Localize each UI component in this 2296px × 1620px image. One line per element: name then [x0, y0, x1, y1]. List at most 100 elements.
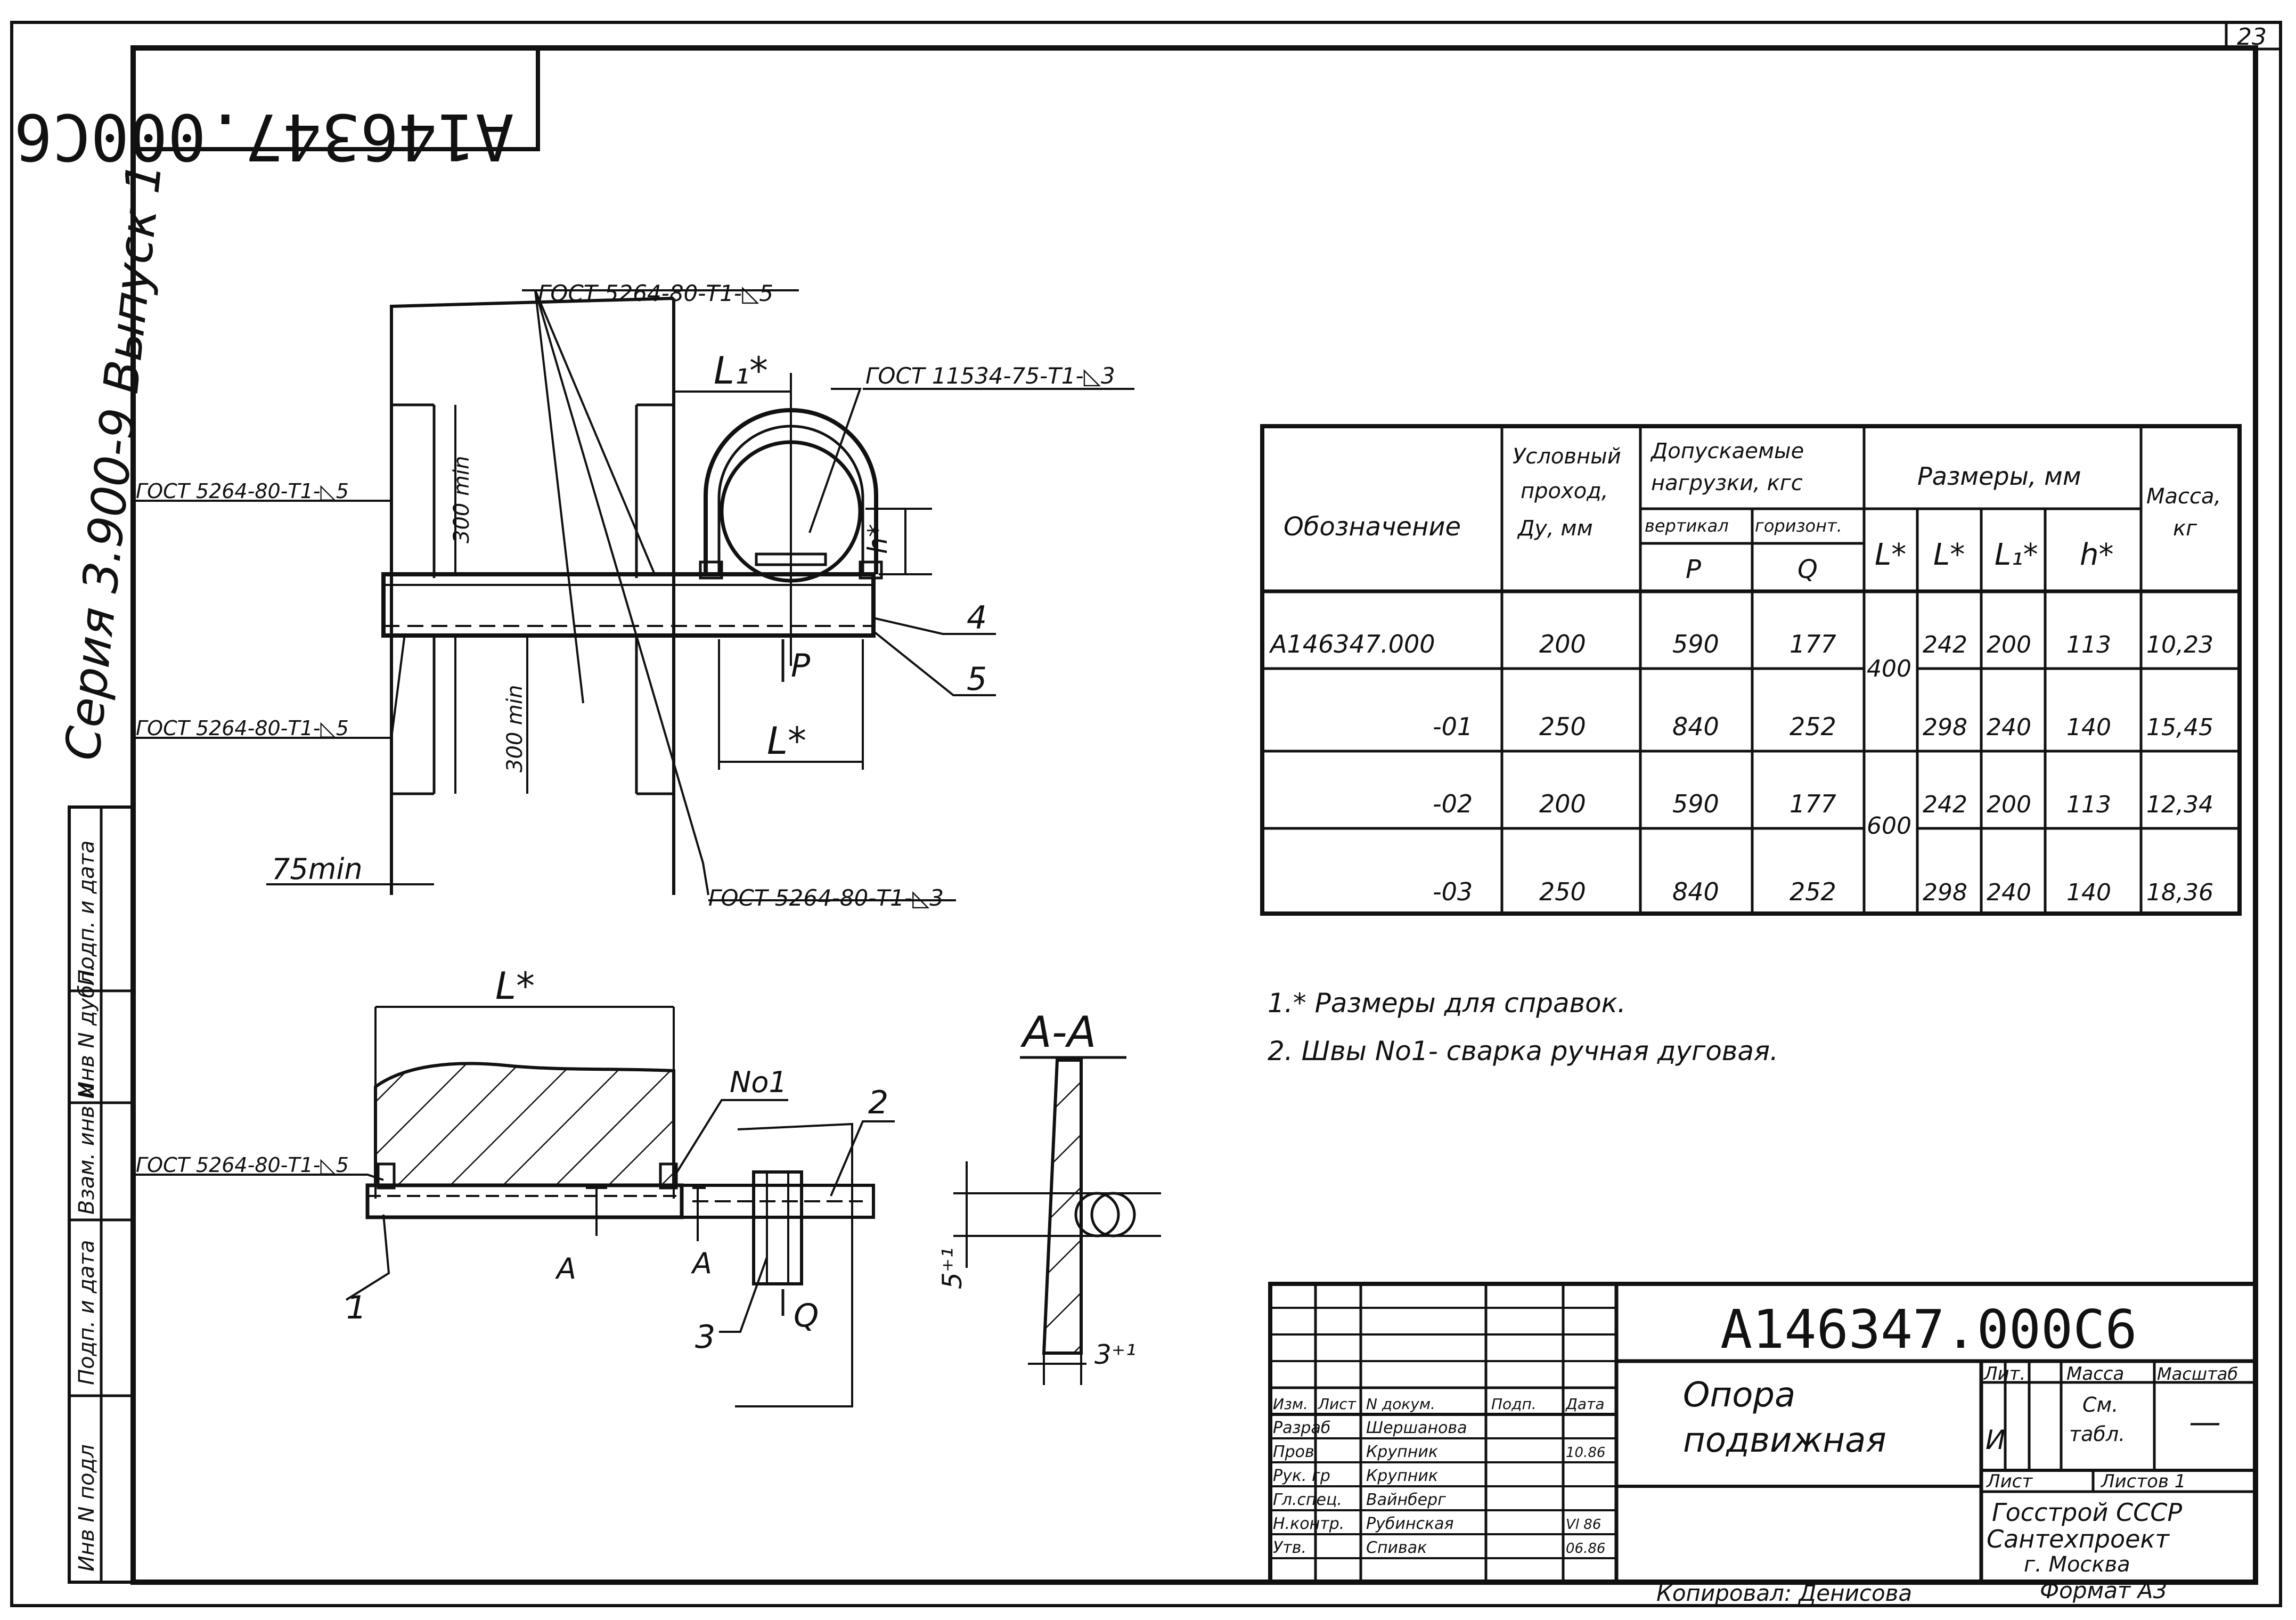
top-load-p: P	[791, 647, 811, 685]
table-row: -02 200 590 177 242 200 113 12,34	[1433, 789, 2213, 818]
top-dim-300-top: 300 min	[450, 456, 474, 544]
section-weld-no1: No1	[730, 1065, 787, 1099]
section-view	[133, 1006, 895, 1407]
top-dim-l1: L₁*	[714, 349, 768, 393]
svg-text:Пров: Пров	[1273, 1443, 1314, 1461]
note-1: 1.* Размеры для справок.	[1268, 988, 1626, 1019]
top-dim-h: h*	[862, 524, 893, 554]
th-l-star: L*	[1875, 538, 1906, 572]
tb-rev-date: Дата	[1565, 1395, 1605, 1413]
cell-mass: 10,23	[2146, 631, 2213, 658]
detail-view	[953, 1056, 1161, 1385]
th-vertical: вертикал	[1645, 516, 1729, 536]
detail-dim-3: 3⁺¹	[1094, 1339, 1136, 1370]
tb-lit-header: Лит.	[1983, 1363, 2025, 1385]
cell-l1: 200	[1987, 791, 2031, 818]
top-dim-l: L*	[767, 719, 806, 763]
section-pos-1: 1	[346, 1289, 366, 1326]
cell-du: 200	[1539, 789, 1586, 818]
th-loads-1: Допускаемые	[1650, 439, 1804, 463]
th-designation: Обозначение	[1284, 512, 1461, 542]
top-gost-weld-top: ГОСТ 5264-80-Т1-◺5	[538, 280, 773, 306]
cell-mass: 18,36	[2146, 879, 2213, 906]
cell-l1: 240	[1987, 714, 2031, 741]
spec-table	[1260, 424, 2242, 916]
side-stamp-sign1: Подп. и дата	[75, 1240, 99, 1385]
cell-h: 140	[2066, 714, 2111, 741]
outer-frame	[10, 21, 2282, 1607]
sheet-number: 23	[2237, 23, 2267, 51]
cell-h: 140	[2066, 879, 2111, 906]
cell-h: 113	[2066, 631, 2111, 658]
section-pos-2: 2	[868, 1084, 888, 1121]
th-mass-1: Масса,	[2146, 484, 2221, 509]
th-l-star2: L*	[1933, 538, 1965, 572]
top-view	[133, 289, 1134, 901]
series-label: Серия 3.900-9 Выпуск 1	[54, 160, 173, 763]
side-stamp-dubl: Инв N дубл.	[75, 965, 99, 1097]
top-gost-weld-bottom: ГОСТ 5264-80-Т1-◺3	[708, 885, 944, 911]
side-stamp-inv: Инв N подл	[75, 1444, 99, 1572]
stamp-code-box	[131, 46, 540, 151]
th-nominal-3: Ду, мм	[1517, 516, 1593, 541]
tb-rev-izm: Изм.	[1273, 1395, 1308, 1413]
top-gost-clamp: ГОСТ 11534-75-Т1-◺3	[865, 363, 1115, 389]
cell-h: 113	[2066, 791, 2111, 818]
top-pos-4: 4	[967, 599, 987, 637]
sheet-format: Формат А3	[2040, 1577, 2167, 1603]
tb-mass-value-2: табл.	[2069, 1422, 2125, 1446]
cell-mass: 12,34	[2146, 791, 2213, 818]
cell-l1: 240	[1987, 879, 2031, 906]
th-p: P	[1686, 555, 1701, 584]
tb-lit-value: И	[1985, 1424, 2005, 1455]
cell-l: 242	[1923, 631, 1967, 658]
cell-l: 298	[1923, 714, 1967, 741]
cell-q: 177	[1790, 630, 1836, 658]
cell-l: 298	[1923, 879, 1967, 906]
svg-text:Утв.: Утв.	[1273, 1538, 1306, 1557]
table-row: -03 250 840 252 298 240 140 18,36	[1433, 877, 2213, 906]
table-row: А146347.000 200 590 177 242 200 113 10,2…	[1269, 630, 2213, 658]
section-a-left: А	[555, 1252, 576, 1285]
cell-p: 590	[1672, 630, 1719, 658]
cell-designation: -03	[1433, 877, 1473, 906]
th-sizes: Размеры, мм	[1917, 462, 2081, 491]
cell-du: 250	[1539, 712, 1586, 741]
tb-name-1: Опора	[1683, 1375, 1795, 1415]
section-gost-weld: ГОСТ 5264-80-Т1-◺5	[136, 1153, 349, 1177]
cell-group-l-400: 400	[1867, 655, 1911, 682]
detail-title: А-А	[1020, 1007, 1096, 1057]
tb-code: А146347.000С6	[1720, 1298, 2137, 1361]
top-gost-weld-left-low: ГОСТ 5264-80-Т1-◺5	[136, 717, 349, 740]
svg-text:Vl 86: Vl 86	[1566, 1517, 1601, 1533]
th-nominal-1: Условный	[1513, 444, 1621, 469]
svg-text:Разраб: Разраб	[1273, 1419, 1330, 1437]
staff-row: Утв. Спивак 06.86	[1273, 1538, 1605, 1557]
staff-row: Разраб Шершанова	[1273, 1419, 1467, 1437]
tb-org-1: Госстрой СССР	[1992, 1498, 2182, 1527]
svg-text:Рубинская: Рубинская	[1366, 1515, 1454, 1533]
th-q: Q	[1797, 555, 1818, 584]
tb-scale-value: —	[2189, 1404, 2221, 1441]
tb-name-2: подвижная	[1683, 1421, 1886, 1460]
th-horizontal: горизонт.	[1755, 516, 1842, 536]
cell-du: 250	[1539, 877, 1586, 906]
cell-l1: 200	[1987, 631, 2031, 658]
staff-row: Н.контр. Рубинская Vl 86	[1273, 1515, 1601, 1533]
section-dim-l: L*	[495, 964, 535, 1008]
cell-p: 840	[1672, 712, 1719, 741]
cell-q: 252	[1790, 712, 1836, 741]
section-load-q: Q	[794, 1297, 819, 1334]
tb-sheets-label: Листов 1	[2100, 1471, 2186, 1492]
cell-q: 252	[1790, 877, 1836, 906]
cell-designation: -02	[1433, 789, 1473, 818]
cell-designation: -01	[1433, 712, 1473, 741]
detail-dim-5: 5⁺¹	[937, 1248, 968, 1289]
tb-rev-doc: N докум.	[1366, 1395, 1435, 1413]
note-2: 2. Швы No1- сварка ручная дуговая.	[1268, 1036, 1778, 1067]
title-block	[1268, 1282, 2258, 1584]
tb-mass-header: Масса	[2066, 1363, 2124, 1385]
staff-row: Рук. гр Крупник	[1273, 1467, 1438, 1485]
svg-text:Н.контр.: Н.контр.	[1273, 1515, 1344, 1533]
cell-p: 840	[1672, 877, 1719, 906]
